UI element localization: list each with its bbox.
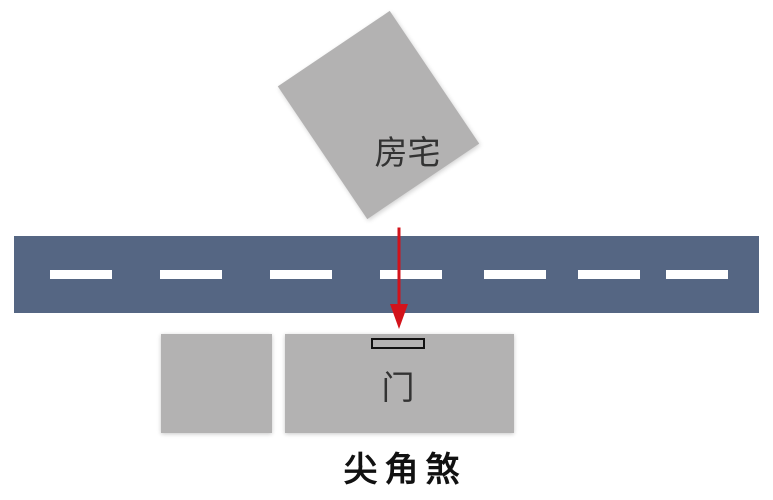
road	[14, 236, 759, 313]
neighbor-building	[161, 334, 272, 433]
lane-dash	[484, 270, 546, 279]
arrow-head	[390, 304, 408, 329]
door-label: 门	[381, 368, 415, 407]
lane-dash	[270, 270, 332, 279]
house-label: 房宅	[374, 133, 441, 172]
lane-dash	[50, 270, 112, 279]
door-building	[285, 334, 514, 433]
lane-dash	[380, 270, 442, 279]
diagram-caption: 尖角煞	[343, 450, 467, 490]
lane-dash	[578, 270, 640, 279]
door-marker	[371, 338, 425, 349]
lane-dash	[160, 270, 222, 279]
lane-dash	[666, 270, 728, 279]
